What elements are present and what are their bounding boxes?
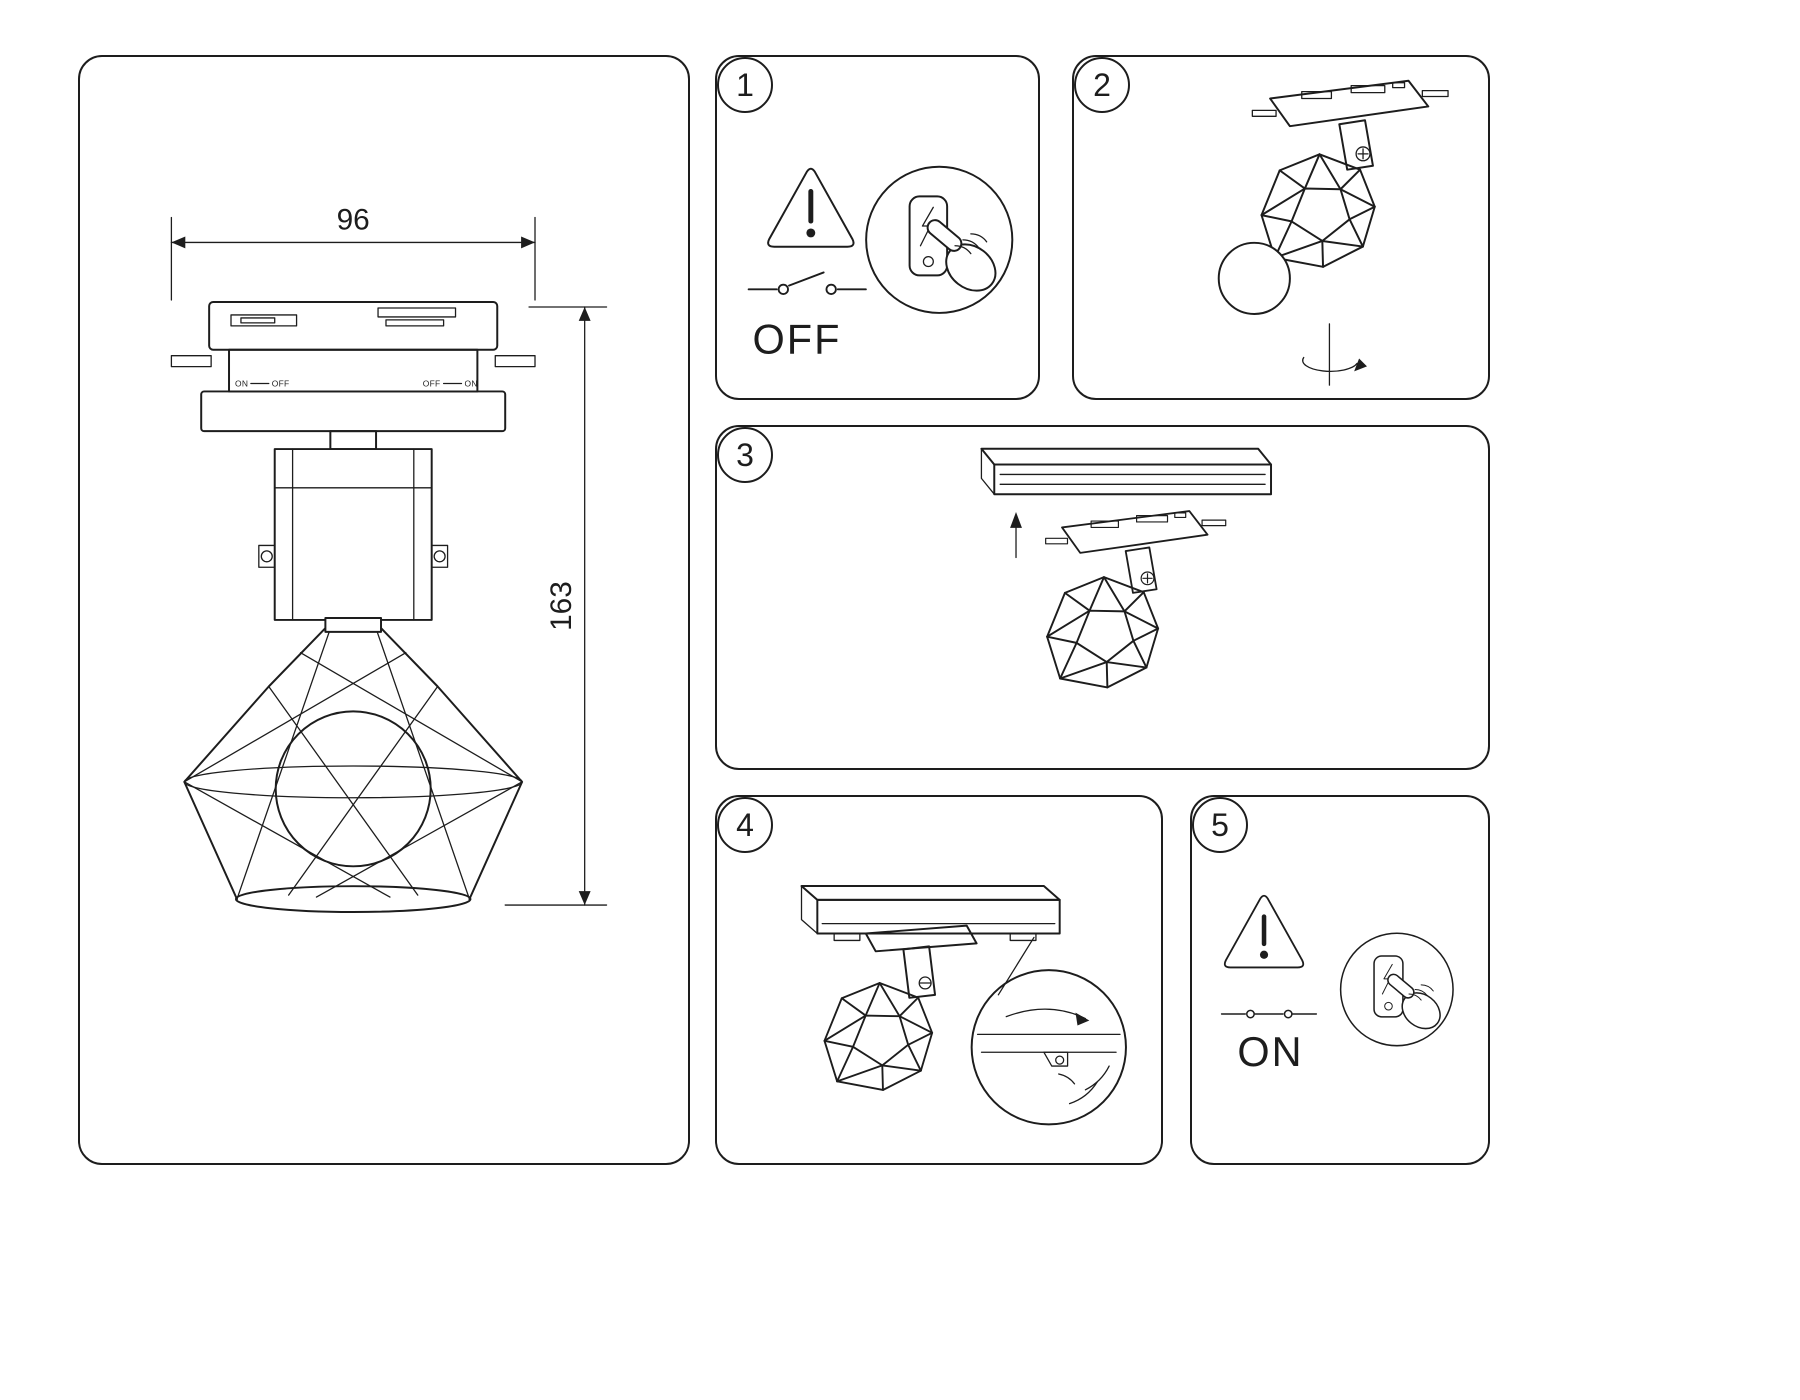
mounted-track-rail-icon — [800, 885, 1061, 942]
svg-text:ON: ON — [235, 378, 248, 388]
svg-text:ON: ON — [464, 378, 477, 388]
open-circuit-switch-icon — [747, 271, 867, 295]
step-5-number: 5 — [1211, 806, 1229, 843]
cage-spotlight-icon — [796, 958, 957, 1119]
cage-spotlight-icon — [1018, 552, 1184, 718]
warning-triangle-icon — [1225, 896, 1303, 968]
step-1-art: OFF — [747, 165, 1014, 362]
height-dimension-label: 163 — [545, 581, 578, 631]
warning-triangle-icon — [768, 169, 853, 247]
step-1-badge: 1 — [717, 57, 773, 113]
dimension-panel: 96 163 ON — [78, 55, 690, 1165]
track-adapter-icon — [1251, 79, 1450, 171]
step-5-caption: ON — [1237, 1028, 1303, 1075]
technical-drawing: 96 163 ON — [170, 204, 608, 914]
step-4-number: 4 — [736, 806, 754, 843]
step-5-badge: 5 — [1192, 797, 1248, 853]
step-2-number: 2 — [1093, 66, 1111, 103]
width-dimension-arrow: 96 — [170, 204, 536, 301]
height-dimension-arrow: 163 — [504, 306, 608, 906]
step-1-number: 1 — [736, 66, 754, 103]
insert-up-arrow-icon — [1010, 512, 1022, 559]
track-rail-icon — [980, 447, 1273, 496]
step-4-art — [796, 885, 1127, 1126]
step-3-panel: 3 — [715, 425, 1490, 770]
step-5-panel: 5 ON — [1190, 795, 1490, 1165]
lock-lever-zoom-detail — [970, 936, 1127, 1126]
step-2-panel: 2 — [1072, 55, 1490, 400]
step-2-badge: 2 — [1074, 57, 1130, 113]
width-dimension-label: 96 — [337, 204, 370, 237]
svg-text:OFF: OFF — [272, 378, 290, 388]
closed-circuit-switch-icon — [1220, 1009, 1318, 1019]
step-3-number: 3 — [736, 436, 754, 473]
press-wall-switch-hand-icon — [865, 165, 1014, 314]
step-1-caption: OFF — [753, 315, 842, 362]
step-1-panel: 1 OFF — [715, 55, 1040, 400]
adapter-on-off-markings: ON OFF OFF ON — [235, 378, 477, 388]
track-adapter-front-view: ON OFF OFF ON — [170, 301, 536, 451]
step-4-badge: 4 — [717, 797, 773, 853]
bulb-icon — [1217, 241, 1291, 315]
wire-cage-shade — [183, 616, 524, 914]
step-3-badge: 3 — [717, 427, 773, 483]
step-4-panel: 4 — [715, 795, 1163, 1165]
bulb — [274, 710, 432, 868]
track-adapter-icon — [864, 924, 978, 999]
gimbal-bracket — [258, 448, 449, 621]
press-wall-switch-hand-icon — [1339, 932, 1454, 1047]
step-5-art: ON — [1220, 797, 1454, 1075]
step-2-art — [1217, 79, 1450, 386]
track-adapter-icon — [1044, 510, 1227, 594]
rotation-arrow-icon — [1302, 323, 1367, 386]
step-3-art — [980, 447, 1273, 718]
svg-text:OFF: OFF — [423, 378, 441, 388]
